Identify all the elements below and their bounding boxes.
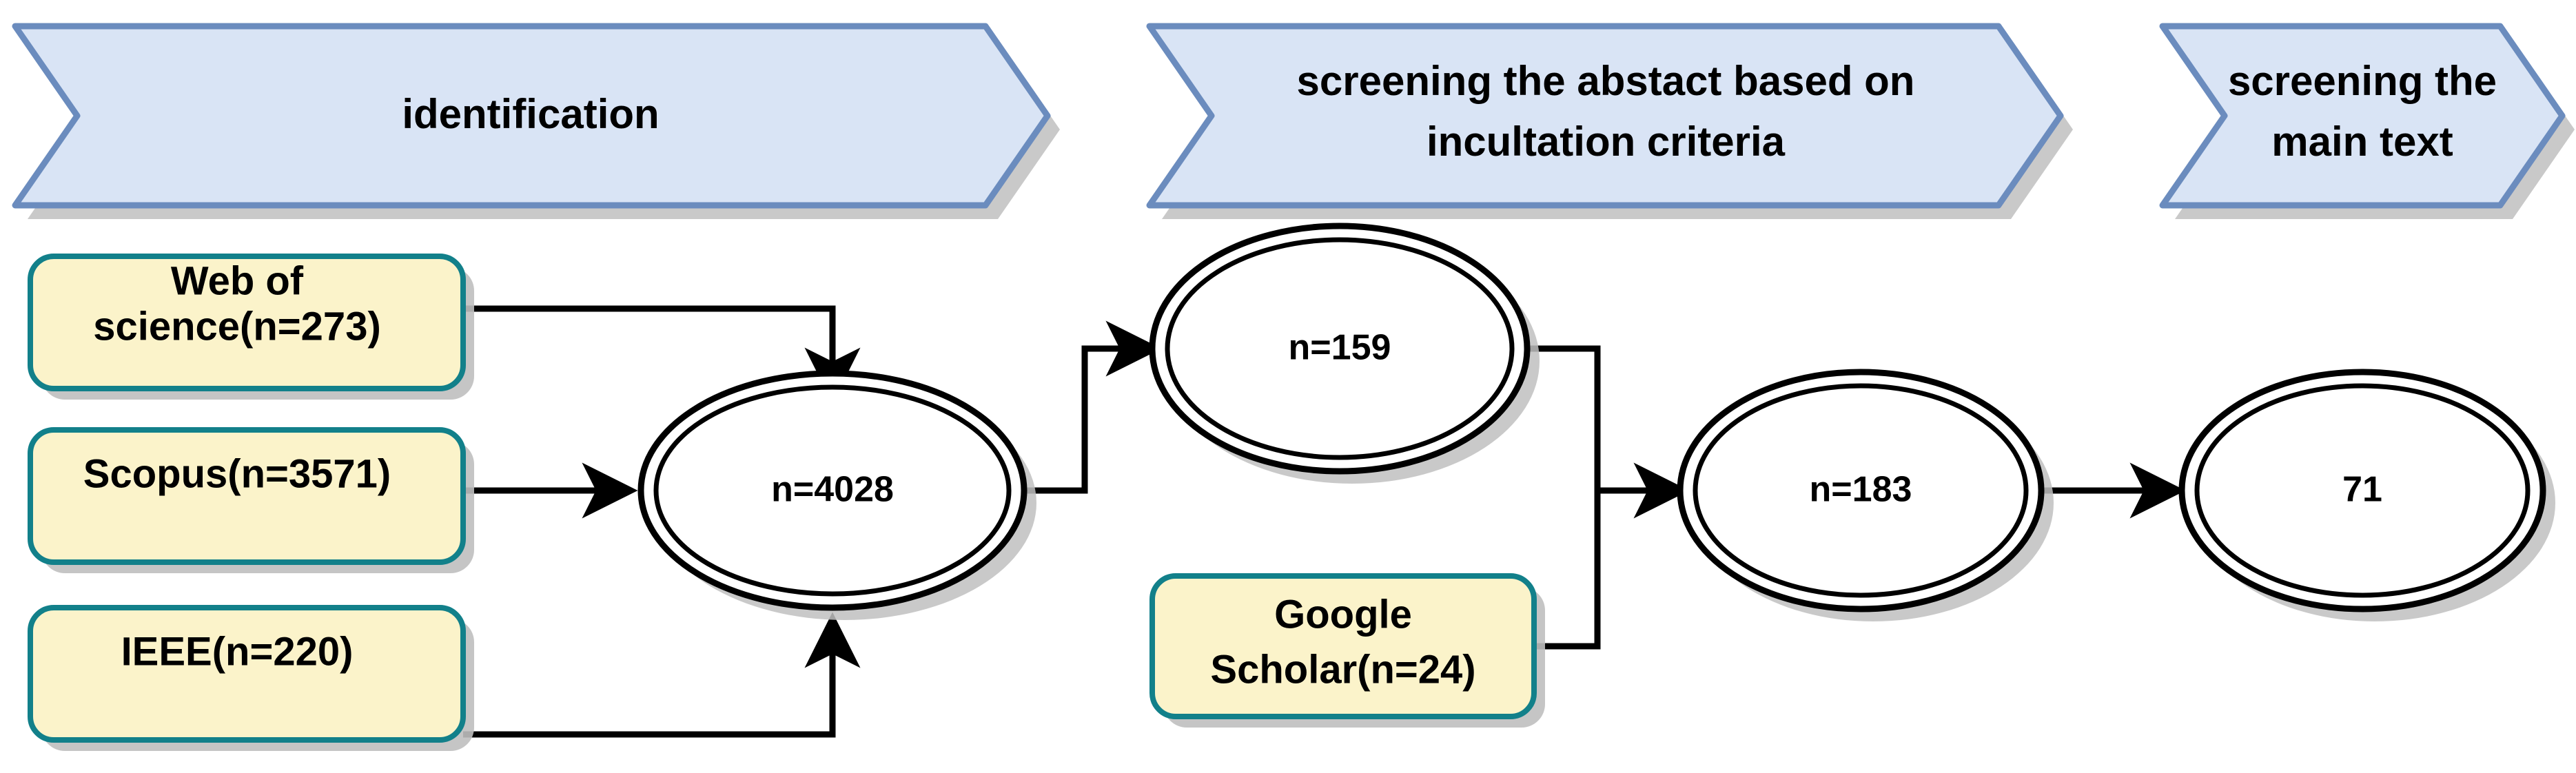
connector-wos-to-pooled: [463, 305, 861, 404]
connector-layer: [463, 305, 2186, 738]
banner-identification-label: identification: [402, 91, 659, 137]
node-inner-ellipse: [653, 384, 1012, 597]
banner-screening-main-text-line1: screening the: [2228, 58, 2497, 104]
node-outer-ellipse: [637, 370, 1028, 611]
node-with-google-scholar[interactable]: n=183: [1677, 369, 2054, 621]
banner-screening-abstract-line1: screening the abstact based on: [1297, 58, 1915, 104]
node-final-included-label: 71: [2342, 470, 2382, 510]
connector-pooled-to-159: [1014, 320, 1162, 494]
node-after-abstract-screening-label: n=159: [1289, 328, 1391, 368]
box-shape: [1149, 573, 1537, 719]
web-of-science-line2: science(n=273): [93, 304, 381, 349]
box-shape: [28, 427, 466, 565]
node-with-google-scholar-label: n=183: [1810, 470, 1912, 510]
connector-ieee-to-pooled: [463, 612, 861, 738]
source-box-google-scholar[interactable]: Google Scholar(n=24): [1149, 573, 1545, 728]
box-shape: [28, 254, 466, 391]
node-outer-ellipse: [2178, 369, 2546, 612]
source-box-ieee[interactable]: IEEE(n=220): [28, 605, 474, 751]
banner-identification: identification: [12, 23, 1060, 219]
google-scholar-line2: Scholar(n=24): [1210, 647, 1475, 692]
banner-screening-abstract-line2: incultation criteria: [1427, 118, 1786, 165]
connector-scholar-to-merge: [1534, 491, 1601, 650]
node-pooled-records[interactable]: n=4028: [637, 370, 1036, 620]
banner-shape: [2159, 23, 2566, 209]
source-box-scopus[interactable]: Scopus(n=3571): [28, 427, 474, 573]
banner-screening-main-text: screening the main text: [2159, 23, 2575, 219]
banner-shape: [1146, 23, 2064, 209]
node-inner-ellipse: [1693, 383, 2029, 598]
node-final-included[interactable]: 71: [2178, 369, 2555, 621]
banner-screening-abstract: screening the abstact based on incultati…: [1146, 23, 2073, 219]
ieee-line1: IEEE(n=220): [121, 629, 354, 674]
node-after-abstract-screening[interactable]: n=159: [1149, 223, 1540, 484]
web-of-science-line1: Web of: [171, 258, 304, 303]
node-outer-ellipse: [1677, 369, 2045, 612]
node-pooled-records-label: n=4028: [771, 470, 894, 510]
node-inner-ellipse: [2194, 383, 2531, 598]
node-outer-ellipse: [1149, 223, 1531, 475]
google-scholar-line1: Google: [1274, 592, 1412, 637]
banner-shape: [12, 23, 1051, 209]
connector-159-to-merge: [1513, 345, 1601, 491]
banner-screening-main-text-line2: main text: [2271, 118, 2453, 165]
node-inner-ellipse: [1165, 237, 1515, 460]
source-box-web-of-science[interactable]: Web of science(n=273): [28, 254, 474, 400]
scopus-line1: Scopus(n=3571): [83, 451, 391, 496]
box-shape: [28, 605, 466, 743]
